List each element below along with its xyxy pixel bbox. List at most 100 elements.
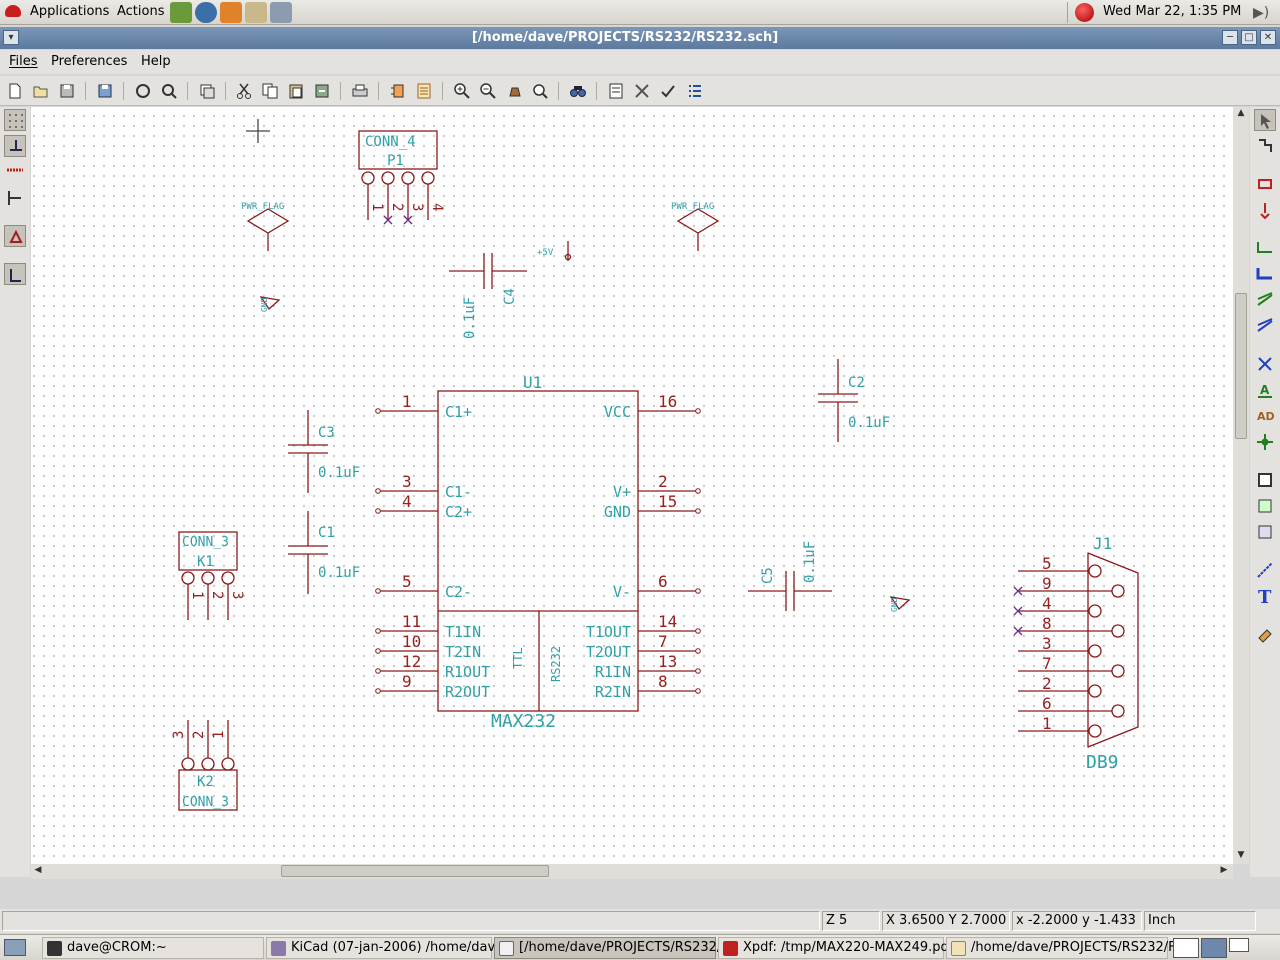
zoom-fit-icon[interactable] [531, 82, 549, 100]
actions-menu[interactable]: Actions [117, 4, 165, 19]
j1-pin-circle [1088, 564, 1102, 578]
save-sheet-icon[interactable] [96, 82, 114, 100]
applications-menu[interactable]: Applications [30, 4, 110, 19]
workspace-1[interactable] [1173, 938, 1199, 958]
global-label-icon[interactable]: AD [1254, 405, 1276, 427]
copy-icon[interactable] [261, 82, 279, 100]
horizontal-scroll-thumb[interactable] [281, 865, 549, 877]
schematic-canvas[interactable]: CONN_4 P1 CONN_3 K1 K2 CONN_3 U1 MAX232 … [31, 107, 1233, 864]
window-menu-button[interactable]: ▾ [3, 30, 19, 45]
scroll-down-arrow-icon[interactable]: ▼ [1237, 850, 1245, 860]
scroll-up-arrow-icon[interactable]: ▲ [1237, 108, 1245, 118]
j1-body [1087, 552, 1139, 748]
u1-pin-name: C2+ [445, 503, 472, 521]
place-bus-icon[interactable] [1254, 263, 1276, 285]
junction-icon[interactable] [1254, 431, 1276, 453]
netlist-icon[interactable] [607, 82, 625, 100]
bus-entry-icon[interactable] [1254, 315, 1276, 337]
close-button[interactable]: ✕ [1260, 30, 1276, 45]
units-inch-icon[interactable] [4, 135, 26, 157]
hierarchical-sheet-icon[interactable] [1254, 469, 1276, 491]
annotate-icon[interactable] [633, 82, 651, 100]
office-launcher-icon[interactable] [220, 2, 242, 23]
text-tool-icon[interactable]: T [1254, 585, 1276, 608]
menu-help[interactable]: Help [141, 54, 171, 69]
notes-launcher-icon[interactable] [270, 2, 292, 23]
sheet-settings-icon[interactable] [134, 82, 152, 100]
vertical-scroll-thumb[interactable] [1235, 293, 1247, 439]
hierarchy-push-icon[interactable] [1254, 135, 1276, 157]
import-pin-icon[interactable] [1254, 495, 1276, 517]
place-wire-icon[interactable] [1254, 237, 1276, 259]
maximize-button[interactable]: □ [1241, 30, 1257, 45]
task-kicad[interactable]: KiCad (07-jan-2006) /home/dav [266, 937, 495, 959]
window-titlebar[interactable]: ▾ [/home/dave/PROJECTS/RS232/RS232.sch] … [0, 27, 1280, 49]
zoom-in-icon[interactable] [453, 82, 471, 100]
place-component-icon[interactable] [1254, 173, 1276, 195]
mail-launcher-icon[interactable] [245, 2, 267, 23]
wire-entry-icon[interactable] [1254, 289, 1276, 311]
task-terminal[interactable]: dave@CROM:~ [42, 937, 264, 959]
u1-pin-number: 5 [402, 572, 412, 591]
open-file-icon[interactable] [32, 82, 50, 100]
component-library-icon[interactable] [389, 82, 407, 100]
scroll-right-arrow-icon[interactable]: ▶ [1220, 865, 1228, 875]
zoom-out-icon[interactable] [479, 82, 497, 100]
task-xpdf[interactable]: Xpdf: /tmp/MAX220-MAX249.pd [718, 937, 949, 959]
netlist-view-icon[interactable] [415, 82, 433, 100]
graphic-line-icon[interactable] [1254, 559, 1276, 581]
u1-pin-end [375, 648, 381, 654]
c3-ref: C3 [318, 425, 335, 441]
web-browser-launcher-icon[interactable] [195, 2, 217, 23]
hidden-pins-icon[interactable] [4, 225, 26, 247]
paste-icon[interactable] [287, 82, 305, 100]
u1-pin-name: VCC [604, 403, 631, 421]
horizontal-scrollbar[interactable]: ◀ ▶ [31, 864, 1233, 879]
net-label-icon[interactable]: A [1254, 379, 1276, 401]
workspace-3[interactable] [1229, 938, 1249, 952]
vertical-scrollbar[interactable]: ▲ ▼ [1233, 107, 1249, 864]
cursor-shape-icon[interactable] [4, 187, 26, 209]
delete-tool-icon[interactable] [1254, 623, 1276, 645]
library-editor-icon[interactable] [160, 82, 178, 100]
task-label: dave@CROM:~ [67, 940, 167, 955]
scroll-left-arrow-icon[interactable]: ◀ [34, 865, 42, 875]
find-icon[interactable] [569, 82, 587, 100]
task-file-browser[interactable]: /home/dave/PROJECTS/RS232/F [946, 937, 1176, 959]
file-manager-launcher-icon[interactable] [170, 2, 192, 23]
u1-pin-name: T2OUT [586, 643, 631, 661]
no-connect-icon[interactable] [1254, 353, 1276, 375]
save-project-icon[interactable] [58, 82, 76, 100]
redhat-icon[interactable] [5, 5, 21, 17]
clock[interactable]: Wed Mar 22, 1:35 PM [1103, 4, 1242, 19]
select-arrow-icon[interactable] [1254, 109, 1276, 131]
task-eeschema[interactable]: [/home/dave/PROJECTS/RS232/ [494, 937, 721, 959]
place-power-icon[interactable] [1254, 199, 1276, 221]
bom-icon[interactable] [686, 82, 704, 100]
workspace-2[interactable] [1201, 938, 1227, 958]
wire-angle-icon[interactable] [4, 263, 26, 285]
redraw-icon[interactable] [506, 82, 524, 100]
j1-pin-number: 8 [1042, 614, 1052, 633]
new-file-icon[interactable] [6, 82, 24, 100]
menu-preferences[interactable]: Preferences [51, 54, 128, 69]
hierarchy-navigator-icon[interactable] [198, 82, 216, 100]
sheet-pin-icon[interactable] [1254, 521, 1276, 543]
update-alert-icon[interactable] [1075, 3, 1094, 22]
print-icon[interactable] [351, 82, 369, 100]
undo-icon[interactable] [313, 82, 331, 100]
units-mm-icon[interactable] [4, 161, 26, 183]
minimize-button[interactable]: ─ [1222, 30, 1238, 45]
schematic-drawing[interactable]: CONN_4 P1 CONN_3 K1 K2 CONN_3 U1 MAX232 … [31, 107, 1233, 864]
menu-files[interactable]: Files [9, 54, 38, 69]
volume-icon[interactable]: ▶) [1253, 5, 1270, 21]
erc-icon[interactable] [659, 82, 677, 100]
cut-icon[interactable] [235, 82, 253, 100]
c1-value: 0.1uF [318, 565, 360, 581]
show-desktop-icon[interactable] [4, 939, 26, 956]
c3-value: 0.1uF [318, 465, 360, 481]
grid-toggle-icon[interactable] [4, 109, 26, 131]
p1-pin-circle [361, 171, 375, 185]
u1-ref: U1 [523, 373, 542, 392]
p1-pin-circle [421, 171, 435, 185]
